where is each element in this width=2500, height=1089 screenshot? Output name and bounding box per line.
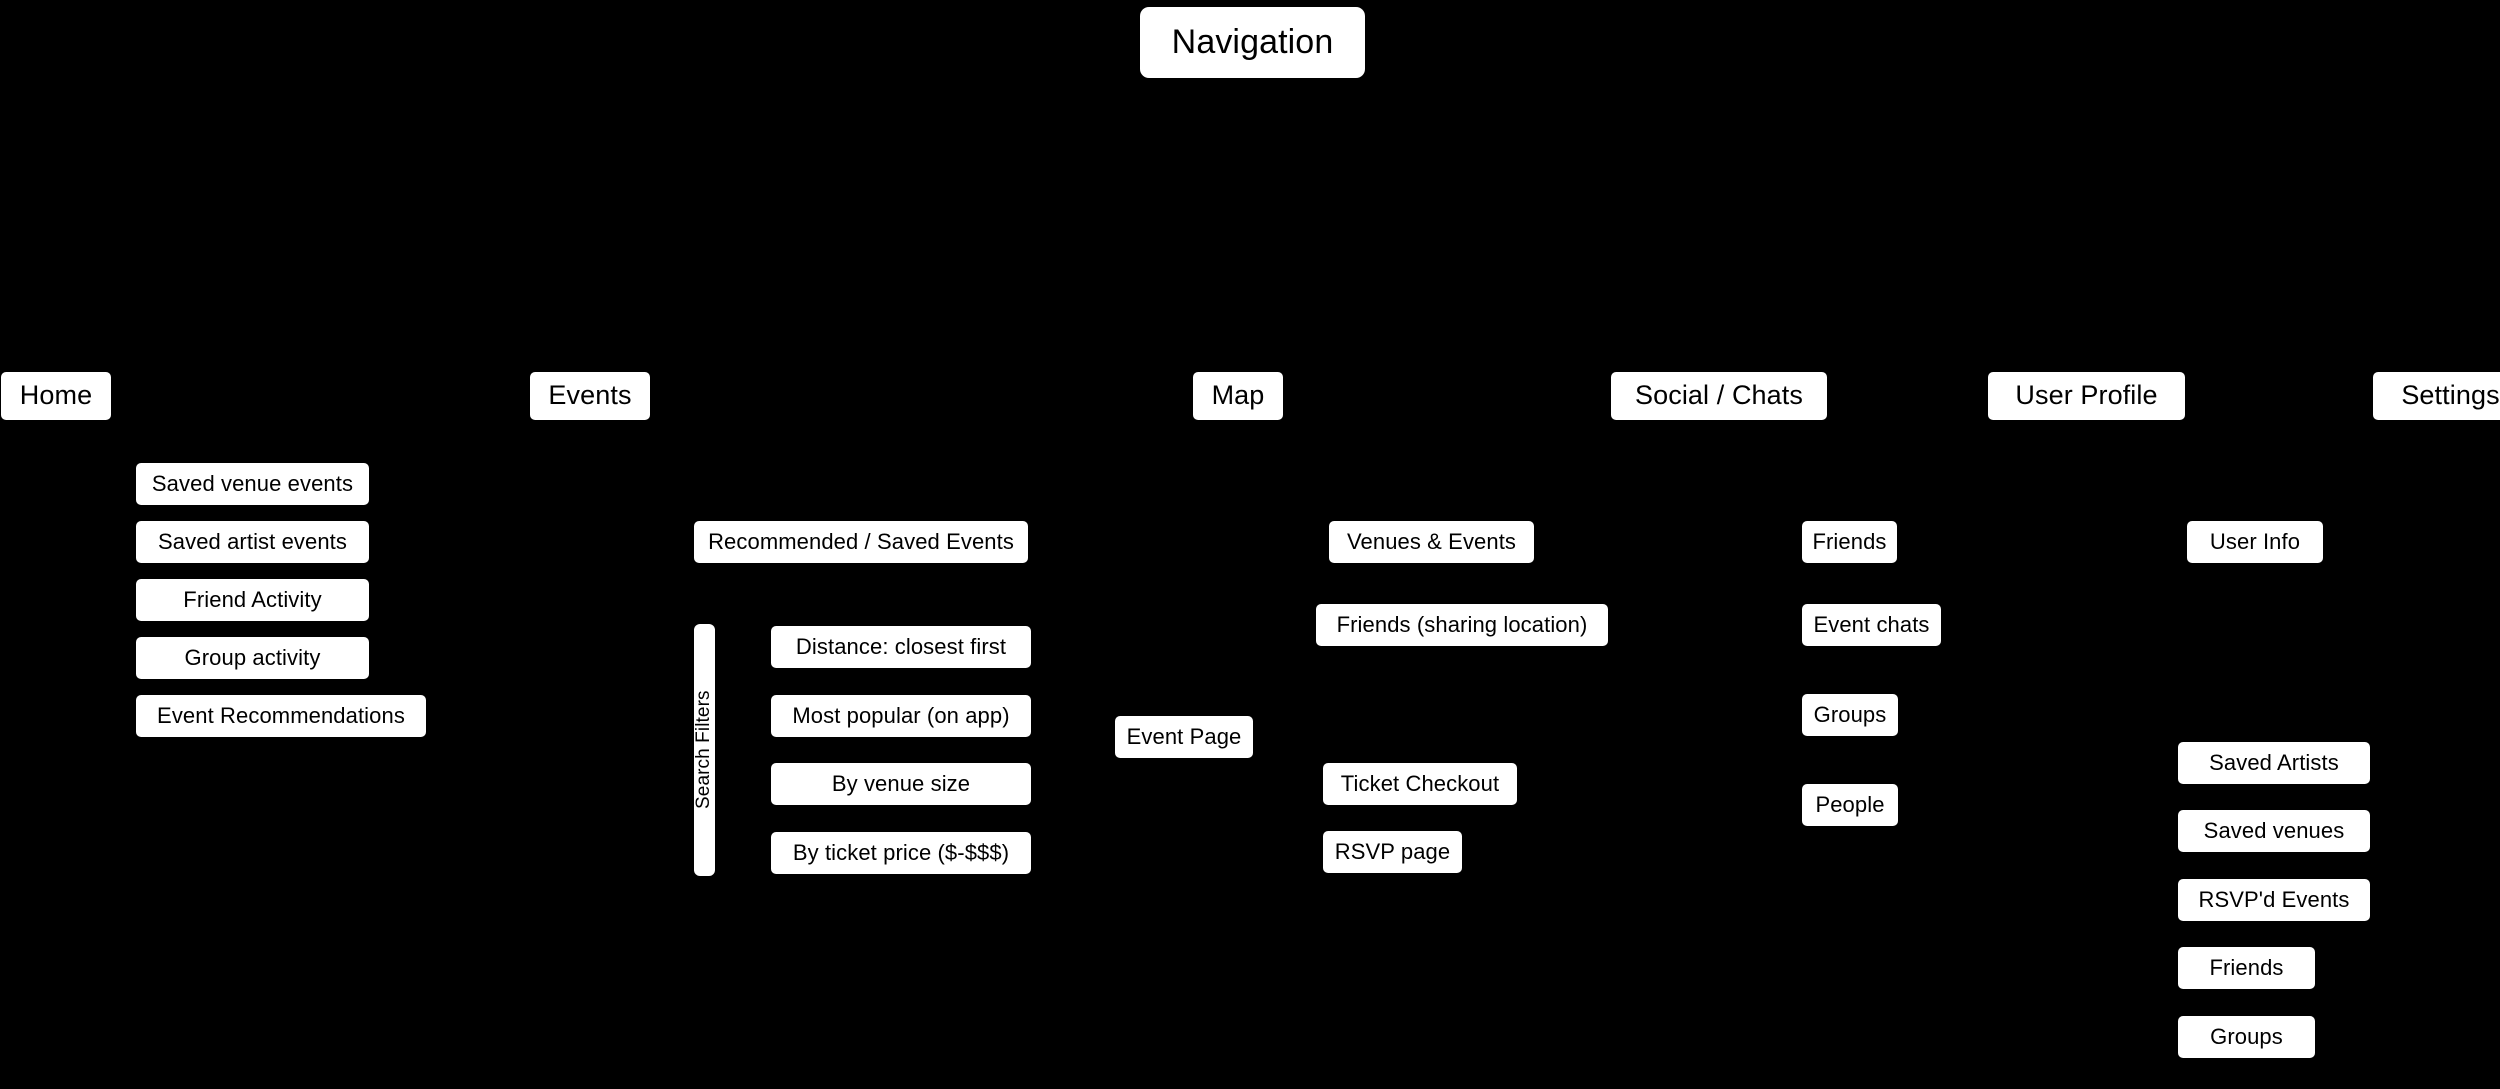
node-section-map[interactable]: Map [1193,372,1283,420]
node-map-ticket-checkout[interactable]: Ticket Checkout [1323,763,1517,805]
node-home-group-activity[interactable]: Group activity [136,637,369,679]
node-map-rsvp-page[interactable]: RSVP page [1323,831,1462,873]
node-section-social-chats[interactable]: Social / Chats [1611,372,1827,420]
node-social-friends[interactable]: Friends [1802,521,1897,563]
node-navigation-root[interactable]: Navigation [1140,7,1365,78]
node-profile-friends[interactable]: Friends [2178,947,2315,989]
node-section-home[interactable]: Home [1,372,111,420]
node-section-events[interactable]: Events [530,372,650,420]
node-home-event-recommendations[interactable]: Event Recommendations [136,695,426,737]
node-home-friend-activity[interactable]: Friend Activity [136,579,369,621]
node-section-user-profile[interactable]: User Profile [1988,372,2185,420]
node-events-filter-ticket-price[interactable]: By ticket price ($-$$$) [771,832,1031,874]
node-map-friends-sharing-location[interactable]: Friends (sharing location) [1316,604,1608,646]
node-events-filter-most-popular[interactable]: Most popular (on app) [771,695,1031,737]
node-profile-rsvpd-events[interactable]: RSVP'd Events [2178,879,2370,921]
node-events-event-page[interactable]: Event Page [1115,716,1253,758]
node-events-recommended-saved-events[interactable]: Recommended / Saved Events [694,521,1028,563]
node-social-people[interactable]: People [1802,784,1898,826]
node-section-settings[interactable]: Settings [2373,372,2500,420]
node-profile-saved-venues[interactable]: Saved venues [2178,810,2370,852]
node-events-filter-distance[interactable]: Distance: closest first [771,626,1031,668]
node-home-saved-venue-events[interactable]: Saved venue events [136,463,369,505]
node-map-venues-and-events[interactable]: Venues & Events [1329,521,1534,563]
node-home-saved-artist-events[interactable]: Saved artist events [136,521,369,563]
node-profile-user-info[interactable]: User Info [2187,521,2323,563]
node-profile-saved-artists[interactable]: Saved Artists [2178,742,2370,784]
node-social-groups[interactable]: Groups [1802,694,1898,736]
node-events-filter-venue-size[interactable]: By venue size [771,763,1031,805]
node-profile-groups[interactable]: Groups [2178,1016,2315,1058]
node-events-search-filters[interactable]: Search Filters [693,624,715,876]
node-social-event-chats[interactable]: Event chats [1802,604,1941,646]
